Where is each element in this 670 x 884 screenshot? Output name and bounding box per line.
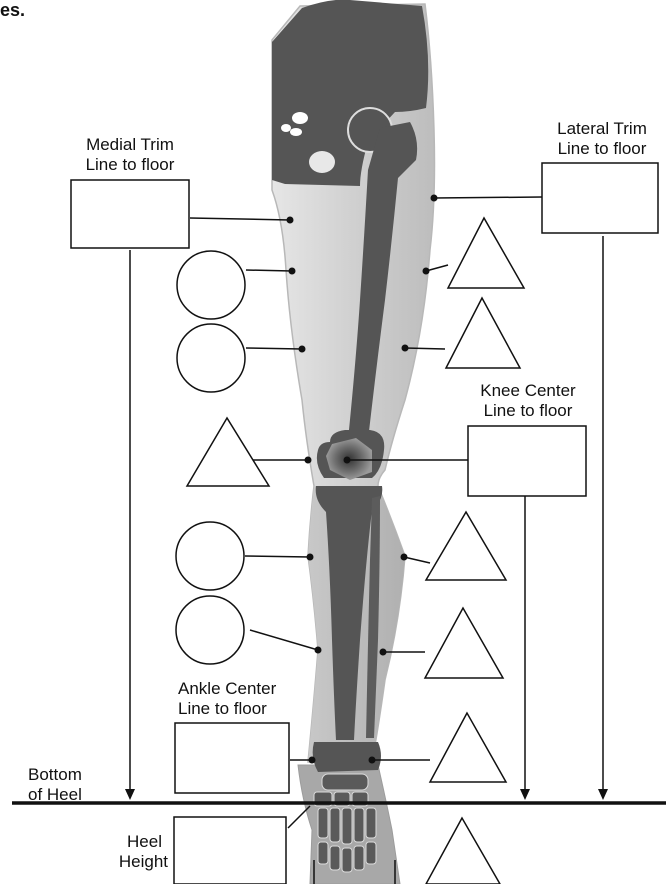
knee-center-label-line1: Knee Center (480, 381, 576, 400)
medial-trim-box[interactable] (71, 180, 189, 248)
lateral-trim-label-line2: Line to floor (558, 139, 647, 158)
knee-width-triangle[interactable] (187, 418, 269, 486)
ankle-width-triangle[interactable] (430, 713, 506, 782)
calf-upper-width-triangle[interactable] (426, 512, 506, 580)
header-fragment: es. (0, 0, 25, 20)
knee-center-label-line2: Line to floor (484, 401, 573, 420)
calf-upper-circumference-circle[interactable] (176, 522, 244, 590)
medial-trim-label-line2: Line to floor (86, 155, 175, 174)
heel-height-label-line2: Height (119, 852, 168, 871)
ankle-center-label-line2: Line to floor (178, 699, 267, 718)
bottom-of-heel-label-line1: Bottom (28, 765, 82, 784)
calf-lower-circumference-circle[interactable] (176, 596, 244, 664)
ankle-center-label-line1: Ankle Center (178, 679, 277, 698)
heel-height-box[interactable] (174, 817, 286, 884)
heel-height-label-line1: Heel (127, 832, 162, 851)
thigh-upper-width-triangle[interactable] (448, 218, 524, 288)
foot-width-triangle[interactable] (426, 818, 500, 884)
calf-lower-width-triangle[interactable] (425, 608, 503, 678)
lateral-trim-box[interactable] (542, 163, 658, 233)
ankle-center-box[interactable] (175, 723, 289, 793)
lateral-trim-label-line1: Lateral Trim (557, 119, 647, 138)
bottom-of-heel-label-line2: of Heel (28, 785, 82, 804)
thigh-lower-circumference-circle[interactable] (177, 324, 245, 392)
thigh-lower-width-triangle[interactable] (446, 298, 520, 368)
knee-center-box[interactable] (468, 426, 586, 496)
thigh-upper-circumference-circle[interactable] (177, 251, 245, 319)
medial-trim-label-line1: Medial Trim (86, 135, 174, 154)
